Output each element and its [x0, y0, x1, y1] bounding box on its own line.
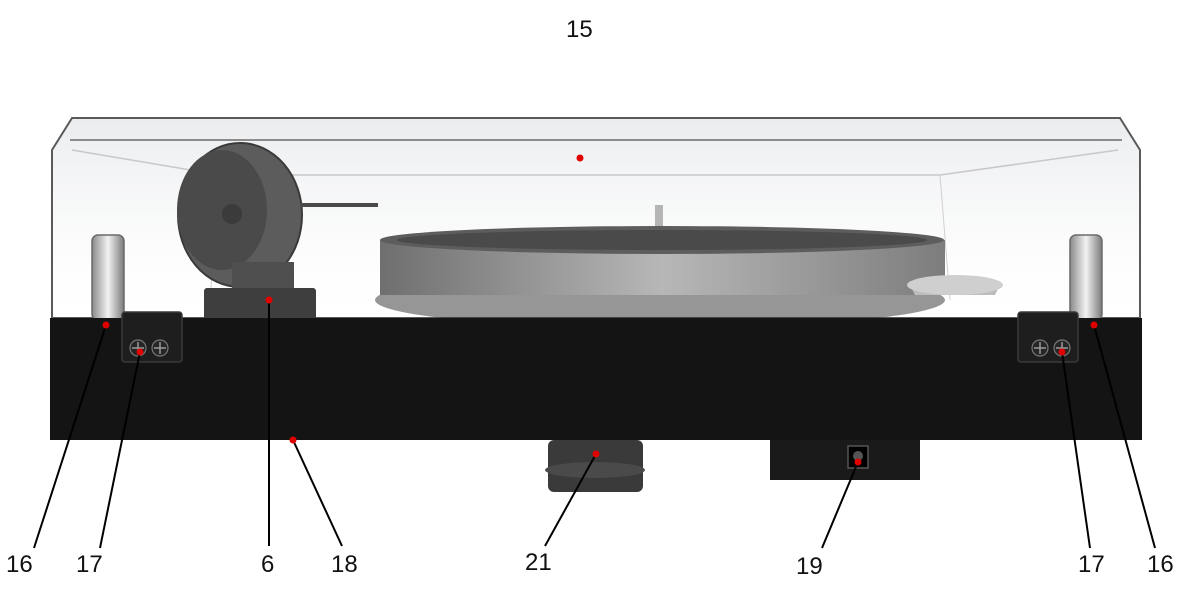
- marker-dots: [102, 154, 1098, 466]
- callout-16-left: 16: [6, 551, 33, 578]
- power-supply-box: [770, 440, 920, 480]
- callout-19: 19: [796, 553, 823, 580]
- callout-17-left: 17: [76, 551, 103, 578]
- tonearm-assembly: [177, 142, 378, 320]
- callout-16-right: 16: [1147, 551, 1174, 578]
- plinth: [50, 318, 1142, 440]
- callout-21: 21: [525, 549, 552, 576]
- leader-lines: [33, 300, 1156, 549]
- callout-18: 18: [331, 551, 358, 578]
- callout-17-right: 17: [1078, 551, 1105, 578]
- foot: [545, 440, 645, 492]
- hinge-bracket-left: [121, 311, 183, 363]
- hinge-right: [1069, 234, 1103, 321]
- callout-15: 15: [566, 16, 593, 43]
- platter: [375, 205, 1003, 328]
- hinge-bracket-right: [1017, 311, 1079, 363]
- hinge-left: [91, 234, 125, 321]
- callout-6: 6: [261, 551, 275, 578]
